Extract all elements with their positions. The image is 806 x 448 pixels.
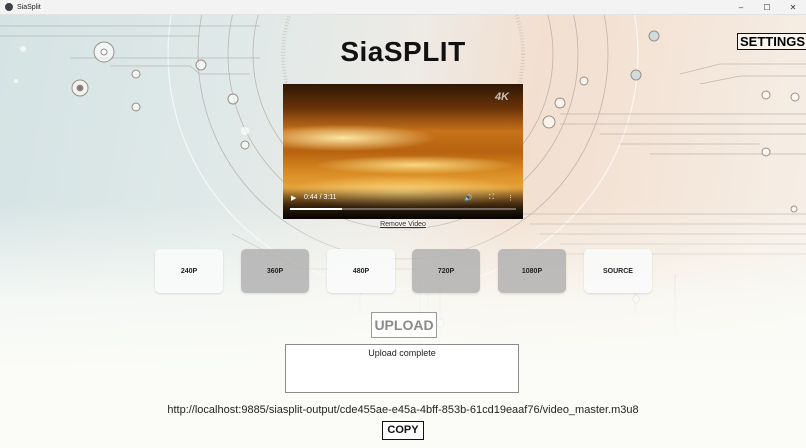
minimize-button[interactable]: – [738,2,744,12]
upload-button[interactable]: UPLOAD [371,312,437,338]
window-controls: – ☐ ✕ [728,3,806,12]
resolution-360p-button[interactable]: 360P [241,249,309,293]
maximize-button[interactable]: ☐ [763,2,771,12]
copy-url-button[interactable]: COPY [382,421,424,440]
close-button[interactable]: ✕ [789,2,797,12]
video-player[interactable]: 4K ▶ 0:44 / 3:11 🔊 ⛶ ⋮ [283,84,523,219]
app-title: SiaSPLIT [340,36,466,67]
output-url: http://localhost:9885/siasplit-output/cd… [167,404,639,416]
video-progress-bar[interactable] [290,208,516,210]
upload-status-box: Upload complete [285,344,519,393]
video-controls: ▶ 0:44 / 3:11 🔊 ⛶ ⋮ [283,187,523,219]
settings-button[interactable]: SETTINGS [737,33,806,50]
volume-icon[interactable]: 🔊 [464,195,473,202]
remove-video-row: Remove Video [0,221,806,228]
resolution-240p-button[interactable]: 240P [155,249,223,293]
window-title: SiaSplit [17,3,41,11]
resolution-source-button[interactable]: SOURCE [584,249,652,293]
app-canvas: SiaSPLIT SETTINGS 4K ▶ 0:44 / 3:11 🔊 ⛶ ⋮… [0,14,806,448]
resolution-720p-button[interactable]: 720P [412,249,480,293]
app-icon [5,3,13,11]
remove-video-link[interactable]: Remove Video [380,221,426,228]
video-progress-fill [290,208,342,210]
play-icon[interactable]: ▶ [291,195,297,202]
resolution-1080p-button[interactable]: 1080P [498,249,566,293]
resolution-480p-button[interactable]: 480P [327,249,395,293]
video-time: 0:44 / 3:11 [304,194,337,201]
window-titlebar: SiaSplit – ☐ ✕ [0,0,806,15]
4k-badge: 4K [494,91,509,103]
more-options-icon[interactable]: ⋮ [507,195,514,202]
fullscreen-icon[interactable]: ⛶ [489,194,494,201]
